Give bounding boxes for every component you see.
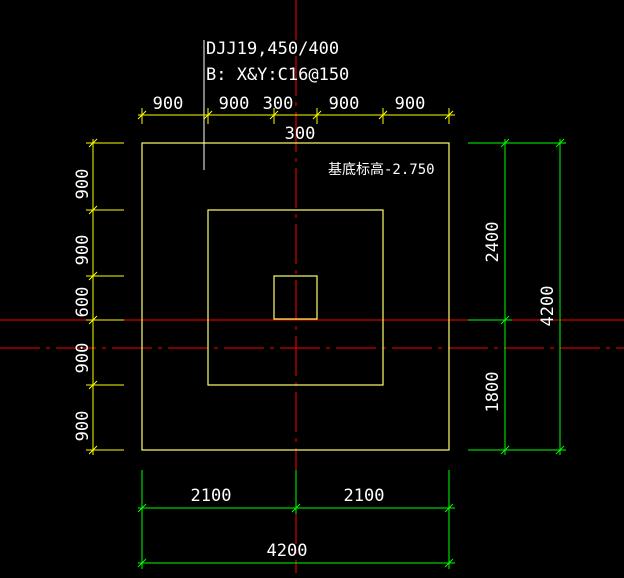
left-dim-2: 900 — [73, 235, 93, 266]
left-dim-3: 600 — [73, 287, 93, 318]
foundation-id-label: DJJ19,450/400 — [206, 39, 339, 59]
top-dim-2: 900 — [219, 94, 250, 114]
left-dim-4: 900 — [73, 343, 93, 374]
top-dim-5: 900 — [395, 94, 426, 114]
footing-outlines — [141, 142, 450, 451]
bottom-dimension-text: 2100 2100 4200 — [191, 486, 385, 561]
right-dim-2: 1800 — [483, 372, 503, 413]
left-dimension-text: 900 900 600 900 900 — [73, 169, 93, 442]
inner-step — [207, 209, 384, 386]
left-dimension-chain — [86, 138, 124, 455]
top-dimension-text: 900 900 300 900 900 300 — [153, 94, 426, 144]
outer-step — [141, 142, 450, 451]
bottom-dim-2: 2100 — [344, 486, 385, 506]
elevation-label: 基底标高-2.750 — [328, 161, 435, 178]
left-dim-5: 900 — [73, 411, 93, 442]
top-dim-1: 900 — [153, 94, 184, 114]
top-dim-4: 900 — [329, 94, 360, 114]
top-dim-3: 300 — [263, 94, 294, 114]
top-dimension-chain — [137, 108, 455, 124]
bottom-dim-1: 2100 — [191, 486, 232, 506]
reinforcement-label: B: X&Y:C16@150 — [206, 65, 349, 85]
column — [273, 275, 318, 320]
left-dim-1: 900 — [73, 169, 93, 200]
right-dimension-chains — [468, 138, 566, 455]
right-dim-total: 4200 — [538, 286, 558, 327]
bottom-dim-total: 4200 — [267, 541, 308, 561]
bottom-dimension-chains — [137, 470, 455, 569]
top-dim-sub: 300 — [285, 124, 316, 144]
right-dimension-text: 2400 1800 4200 — [483, 222, 558, 413]
right-dim-1: 2400 — [483, 222, 503, 263]
